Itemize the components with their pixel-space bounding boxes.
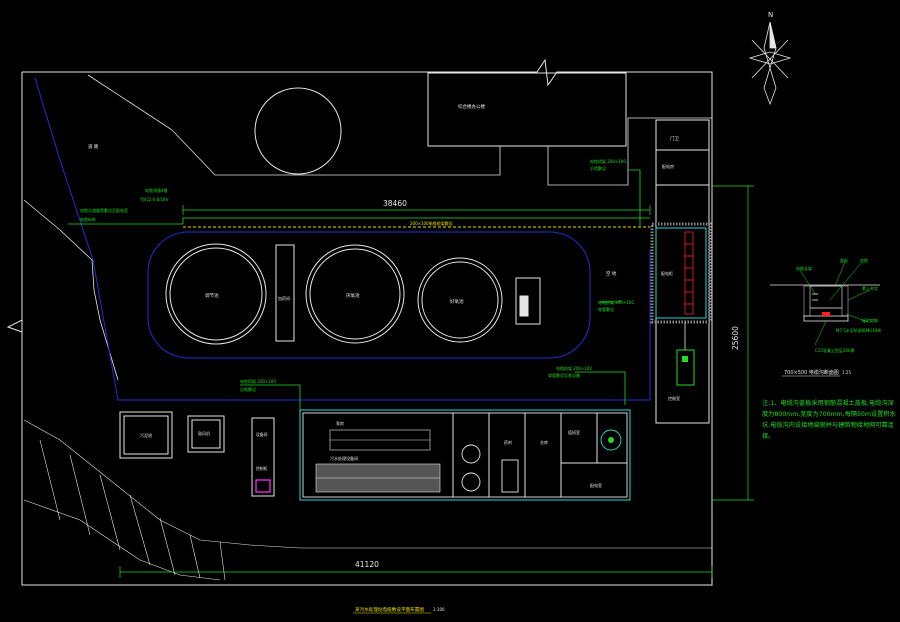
cable-lines-green — [68, 169, 650, 410]
site-boundary — [6, 58, 713, 586]
section-leaders — [799, 261, 871, 346]
cable-center-label: 200×100电缆桥架敷设 — [410, 220, 453, 226]
control-box-dot — [682, 356, 688, 362]
top-building-label: 综合楼办公楼 — [458, 103, 485, 110]
cable-left-note: 电缆沿道路旁敷设至配电室 — [80, 207, 128, 213]
section-l1: 电缆支架 — [796, 265, 812, 271]
b2-label: 鼓风机 — [198, 430, 210, 436]
well-dot — [608, 437, 614, 443]
right-cable-b: 穿管敷设 — [598, 306, 614, 312]
b1-label: 污泥池 — [140, 432, 152, 438]
top-round-tank — [254, 87, 342, 175]
section-l7: C15混凝土垫层100厚 — [815, 347, 855, 353]
tank1-label: 调节池 — [205, 292, 219, 299]
section-title: 700×500 电缆沟断面图 — [784, 369, 839, 376]
lower-left-a: 电缆桥架 200×100 — [240, 378, 276, 384]
north-arrow-icon — [748, 21, 792, 106]
low-cable-b: 穿管敷设至各设备 — [548, 372, 580, 378]
lower-building-outline — [299, 409, 631, 501]
top-building — [427, 72, 627, 147]
pump-equipment — [315, 429, 441, 493]
north-label: N — [768, 11, 773, 19]
dim-top — [182, 205, 651, 215]
tank-group — [165, 243, 541, 345]
section-l3: 电缆 — [860, 257, 868, 263]
dim-right-label: 25600 — [731, 326, 740, 350]
cable-tr-b: 沿墙敷设 — [590, 165, 606, 171]
pump-room-label: 泵房 — [336, 420, 344, 426]
dim-right — [712, 185, 754, 501]
power-room — [655, 227, 707, 319]
cable-left-b: YJV22-0.6/1KV — [139, 197, 169, 202]
dim-bottom — [119, 566, 713, 578]
pump-title-label: 污水处理设备间 — [330, 455, 358, 461]
low-cable-a: 电缆桥架 200×100 — [556, 365, 592, 371]
magenta-box — [255, 479, 271, 493]
small-box-label: 加药间 — [278, 295, 290, 301]
small-col-label: 控制柜 — [256, 466, 268, 471]
pipe-network — [34, 77, 651, 401]
cable-tr-a: 电缆桥架 200×100 — [590, 158, 626, 164]
lower-left-buildings — [119, 411, 275, 497]
section-scale: 1:25 — [842, 370, 851, 375]
section-red — [822, 312, 830, 316]
tank2-label: 厌氧池 — [346, 292, 360, 299]
section-l5: 接地扁钢 — [862, 317, 878, 323]
right-cable-a: 电缆桥架 200×100 — [598, 299, 634, 305]
lower-building — [302, 412, 628, 498]
control-box — [676, 349, 695, 386]
right-col-top: 门卫 — [670, 135, 679, 142]
road-lines — [23, 74, 712, 381]
right-col-box: 配电柜 — [661, 270, 673, 276]
right-col-bottom: 控制室 — [668, 395, 680, 401]
slope-hatch — [23, 419, 712, 581]
r1-label: 药剂 — [504, 439, 512, 445]
switchgear-red — [684, 231, 694, 315]
left-area-label: 道 路 — [88, 143, 99, 150]
right-col-mid: 配电房 — [662, 163, 674, 169]
r4-label: 配电室 — [590, 482, 602, 488]
right-area-label: 空 地 — [606, 270, 617, 277]
dim-top-label: 38460 — [383, 199, 407, 208]
bottom-scale: 1:100 — [433, 607, 445, 612]
section-l4: 素土夯实 — [862, 285, 878, 291]
general-note: 注:1、电缆沟盖板采用钢筋混凝土盖板,电缆沟深度为800mm,宽度为700mm,… — [762, 400, 896, 440]
r3-label: 值班室 — [568, 429, 580, 435]
cable-left-tag: 电缆标桩 — [80, 216, 96, 222]
section-l2: 盖板 — [840, 257, 848, 263]
bottom-title: 某污水处理站电缆敷设平面布置图 — [355, 606, 424, 613]
lower-left-b: 沿地敷设 — [240, 386, 256, 392]
tank3-label: 好氧池 — [450, 298, 464, 305]
b3-label: 设备间 — [256, 432, 268, 437]
section-l6: M7.5水泥砂浆砌MU10砖 — [836, 327, 881, 333]
dim-bottom-label: 41120 — [355, 560, 379, 569]
r2-label: 仓库 — [540, 439, 548, 445]
cable-left-a: 电缆线路4根 — [145, 187, 168, 193]
